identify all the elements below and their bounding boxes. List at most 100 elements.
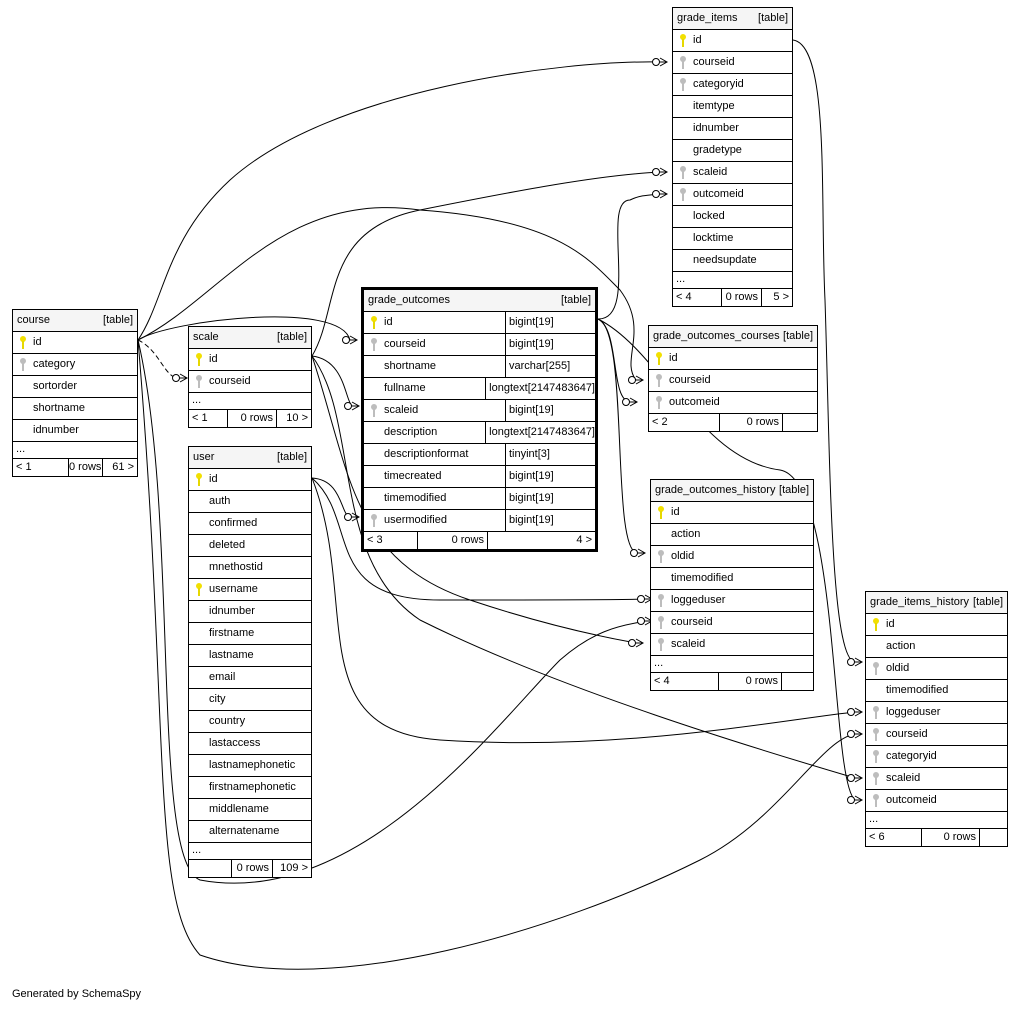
column-row-username[interactable]: username xyxy=(189,579,311,601)
children-count xyxy=(782,414,817,431)
column-name: idnumber xyxy=(209,605,255,617)
column-name: loggeduser xyxy=(671,594,726,606)
column-row-city[interactable]: city xyxy=(189,689,311,711)
column-row-id[interactable]: id xyxy=(651,502,813,524)
column-type: bigint[19] xyxy=(505,400,595,421)
table-header[interactable]: grade_items[table] xyxy=(673,8,792,30)
column-row-loggeduser[interactable]: loggeduser xyxy=(866,702,1007,724)
column-row-confirmed[interactable]: confirmed xyxy=(189,513,311,535)
column-row-idnumber[interactable]: idnumber xyxy=(189,601,311,623)
table-header[interactable]: grade_outcomes_courses[table] xyxy=(649,326,817,348)
column-row-sortorder[interactable]: sortorder xyxy=(13,376,137,398)
column-name: timecreated xyxy=(384,470,442,482)
table-header[interactable]: scale[table] xyxy=(189,327,311,349)
column-row-courseid[interactable]: courseid xyxy=(189,371,311,393)
table-header[interactable]: grade_outcomes[table] xyxy=(364,290,595,312)
column-row-category[interactable]: category xyxy=(13,354,137,376)
column-row-firstnamephonetic[interactable]: firstnamephonetic xyxy=(189,777,311,799)
column-row-auth[interactable]: auth xyxy=(189,491,311,513)
foreign-key-icon xyxy=(873,750,879,763)
column-row-needsupdate[interactable]: needsupdate xyxy=(673,250,792,272)
column-row-timemodified[interactable]: timemodified xyxy=(651,568,813,590)
foreign-key-icon xyxy=(656,396,662,409)
column-row-alternatename[interactable]: alternatename xyxy=(189,821,311,843)
column-row-id[interactable]: id xyxy=(649,348,817,370)
column-row-mnethostid[interactable]: mnethostid xyxy=(189,557,311,579)
column-row-categoryid[interactable]: categoryid xyxy=(673,74,792,96)
column-row-action[interactable]: action xyxy=(866,636,1007,658)
table-name: scale xyxy=(193,331,219,343)
column-row-scaleid[interactable]: scaleid xyxy=(651,634,813,656)
column-name-cell: fullname xyxy=(364,378,485,399)
column-row-lastnamephonetic[interactable]: lastnamephonetic xyxy=(189,755,311,777)
column-row-categoryid[interactable]: categoryid xyxy=(866,746,1007,768)
column-row-middlename[interactable]: middlename xyxy=(189,799,311,821)
column-row-timemodified[interactable]: timemodified xyxy=(866,680,1007,702)
column-row-action[interactable]: action xyxy=(651,524,813,546)
relationship-line xyxy=(597,318,639,554)
column-row-id[interactable]: id xyxy=(866,614,1007,636)
column-row-id[interactable]: id xyxy=(189,349,311,371)
column-name-cell: username xyxy=(189,579,311,600)
column-row-firstname[interactable]: firstname xyxy=(189,623,311,645)
column-row-itemtype[interactable]: itemtype xyxy=(673,96,792,118)
column-row-courseid[interactable]: courseid xyxy=(649,370,817,392)
column-row-idnumber[interactable]: idnumber xyxy=(13,420,137,442)
column-row-courseid[interactable]: courseid xyxy=(866,724,1007,746)
column-row-oldid[interactable]: oldid xyxy=(866,658,1007,680)
column-row-country[interactable]: country xyxy=(189,711,311,733)
column-row-deleted[interactable]: deleted xyxy=(189,535,311,557)
more-columns-ellipsis: ... xyxy=(189,843,311,860)
column-row-lastname[interactable]: lastname xyxy=(189,645,311,667)
column-row-locktime[interactable]: locktime xyxy=(673,228,792,250)
column-name-cell: oldid xyxy=(866,658,1007,679)
column-row-scaleid[interactable]: scaleid xyxy=(866,768,1007,790)
column-row-id[interactable]: id xyxy=(13,332,137,354)
column-row-courseid[interactable]: courseid xyxy=(651,612,813,634)
column-row-id[interactable]: id xyxy=(673,30,792,52)
column-row-email[interactable]: email xyxy=(189,667,311,689)
column-row-outcomeid[interactable]: outcomeid xyxy=(866,790,1007,812)
row-count: 0 rows xyxy=(227,410,276,427)
table-header[interactable]: grade_outcomes_history[table] xyxy=(651,480,813,502)
column-row-locked[interactable]: locked xyxy=(673,206,792,228)
column-row-lastaccess[interactable]: lastaccess xyxy=(189,733,311,755)
column-row-scaleid[interactable]: scaleid xyxy=(673,162,792,184)
column-row-courseid[interactable]: courseid xyxy=(673,52,792,74)
column-name-cell: scaleid xyxy=(651,634,813,655)
column-name-cell: sortorder xyxy=(13,376,137,397)
column-row-id[interactable]: id xyxy=(189,469,311,491)
table-header[interactable]: user[table] xyxy=(189,447,311,469)
table-header[interactable]: grade_items_history[table] xyxy=(866,592,1007,614)
primary-key-icon xyxy=(658,506,664,519)
many-cardinality-marker xyxy=(635,375,645,385)
column-row-oldid[interactable]: oldid xyxy=(651,546,813,568)
column-name-cell: courseid xyxy=(189,371,311,392)
column-name-cell: lastname xyxy=(189,645,311,666)
column-row-loggeduser[interactable]: loggeduser xyxy=(651,590,813,612)
column-row-idnumber[interactable]: idnumber xyxy=(673,118,792,140)
table-header[interactable]: course[table] xyxy=(13,310,137,332)
column-row-outcomeid[interactable]: outcomeid xyxy=(649,392,817,414)
column-row-gradetype[interactable]: gradetype xyxy=(673,140,792,162)
column-row-outcomeid[interactable]: outcomeid xyxy=(673,184,792,206)
column-row-shortname[interactable]: shortname xyxy=(13,398,137,420)
